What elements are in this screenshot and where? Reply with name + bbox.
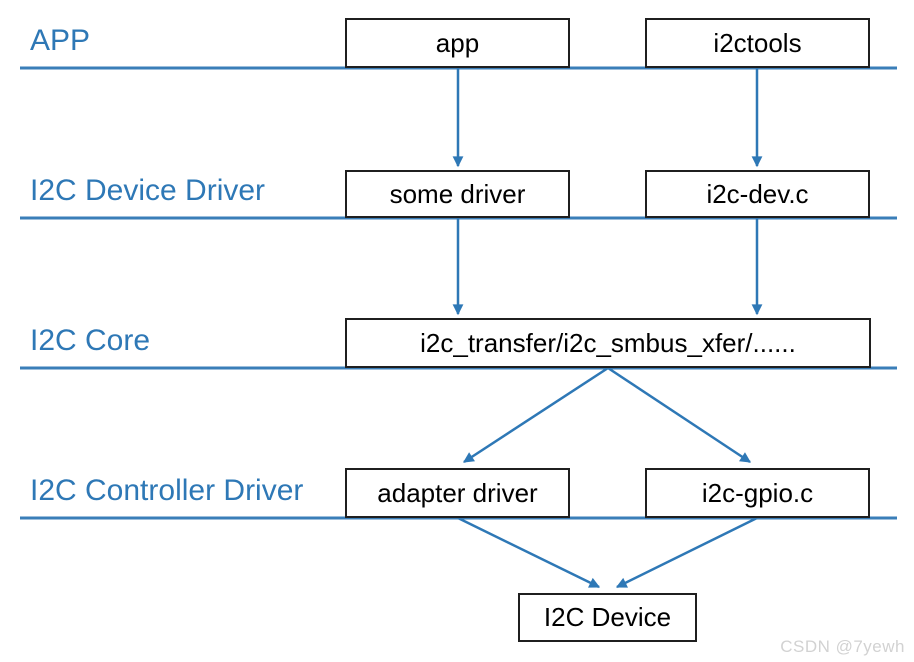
node-i2c-gpio-c: i2c-gpio.c: [645, 468, 870, 518]
node-some-driver: some driver: [345, 170, 570, 218]
arrow-core-to-adapter-driver: [462, 366, 609, 464]
layer-label-controller-driver: I2C Controller Driver: [30, 474, 304, 507]
layer-label-core: I2C Core: [30, 324, 151, 357]
watermark: CSDN @7yewh: [780, 637, 905, 656]
node-i2c-dev-c: i2c-dev.c: [645, 170, 870, 218]
arrow-core-to-i2c-gpio-c: [607, 366, 752, 464]
layer-label-device-driver: I2C Device Driver: [30, 174, 266, 207]
arrow-i2c-gpio-c-to-device: [615, 516, 758, 589]
node-i2c-core-funcs: i2c_transfer/i2c_smbus_xfer/......: [345, 318, 871, 368]
arrow-adapter-driver-to-device: [457, 516, 601, 589]
node-adapter-driver: adapter driver: [345, 468, 570, 518]
node-i2c-device: I2C Device: [518, 593, 697, 642]
layer-label-app: APP: [30, 24, 91, 57]
node-i2ctools: i2ctools: [645, 18, 870, 68]
node-app: app: [345, 18, 570, 68]
